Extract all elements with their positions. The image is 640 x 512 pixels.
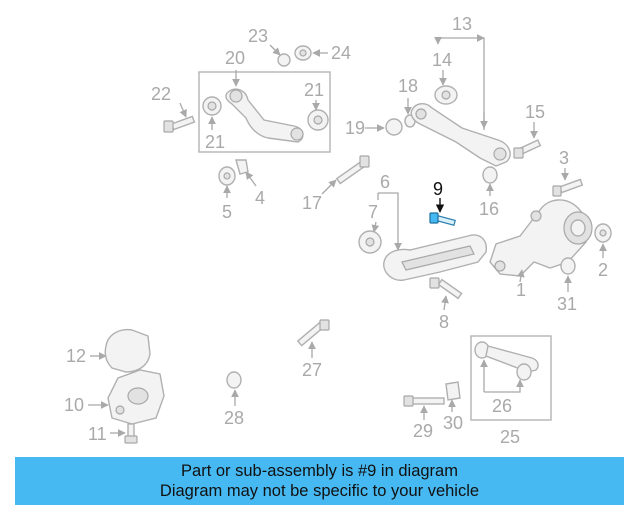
part-21-bushing-right [307,109,329,131]
part-13-lower-arm [410,103,511,167]
callout-26: 26 [492,396,512,416]
group-box-25 [470,335,552,421]
callout-13: 13 [452,14,472,34]
callout-21b: 21 [304,80,324,100]
part-8-bolt [429,277,463,300]
callout-31: 31 [557,294,577,314]
callout-25: 25 [500,427,520,447]
callout-28: 28 [224,408,244,428]
callout-2: 2 [598,260,608,280]
callout-24: 24 [331,43,351,63]
part-30-plate [445,381,461,401]
callout-18: 18 [398,76,418,96]
callout-27: 27 [302,360,322,380]
part-26-link-arm [474,341,539,381]
callout-20: 20 [225,48,245,68]
callout-22: 22 [151,84,171,104]
part-12-cover [104,328,151,373]
callout-17: 17 [302,193,322,213]
callout-11: 11 [88,424,107,444]
part-5-bushing [218,166,236,186]
part-29-bolt [403,395,445,407]
callout-1: 1 [516,280,526,300]
part-1-knuckle [489,199,593,277]
part-28-nut [226,371,242,389]
part-19-washer [385,118,403,136]
part-27-bolt [296,319,330,347]
parts-diagram: 1 2 3 4 5 6 7 8 9 10 11 12 13 14 15 16 1… [64,14,612,447]
info-banner: Part or sub-assembly is #9 in diagram Di… [15,457,624,505]
banner-line-2: Diagram may not be specific to your vehi… [159,482,480,500]
part-10-bracket [107,369,165,425]
callout-29: 29 [413,421,433,441]
callout-10: 10 [64,395,84,415]
callout-9-highlighted: 9 [433,179,443,199]
callout-14: 14 [432,50,452,70]
part-21-bushing-left [202,96,222,116]
part-20-upper-arm [225,88,304,143]
callout-30: 30 [443,413,463,433]
part-23-ring [277,53,291,67]
callout-15: 15 [525,102,545,122]
part-15-bolt [513,139,542,159]
callout-23: 23 [248,26,268,46]
callout-4: 4 [255,188,265,208]
part-31-nut [560,257,576,275]
part-14-bushing [434,85,458,105]
callout-19: 19 [345,118,365,138]
part-24-nut [294,45,312,61]
part-7-bushing [358,230,382,254]
callout-12: 12 [66,346,86,366]
part-9-bolt-highlighted [429,212,456,226]
callout-8: 8 [439,312,449,332]
part-11-bolt [124,423,138,444]
group-box-20 [198,71,331,153]
callout-21a: 21 [205,132,225,152]
callout-5: 5 [222,202,232,222]
part-3-bolt [552,178,584,197]
part-2-bushing [594,223,612,243]
part-17-bolt [335,155,370,185]
part-16-nut [482,166,498,184]
callout-3: 3 [559,148,569,168]
part-6-trailing-arm [383,234,487,281]
part-22-bolt [163,115,196,133]
callout-7: 7 [368,202,378,222]
callout-16: 16 [479,199,499,219]
callout-6: 6 [380,172,390,192]
banner-line-1: Part or sub-assembly is #9 in diagram [181,462,458,480]
